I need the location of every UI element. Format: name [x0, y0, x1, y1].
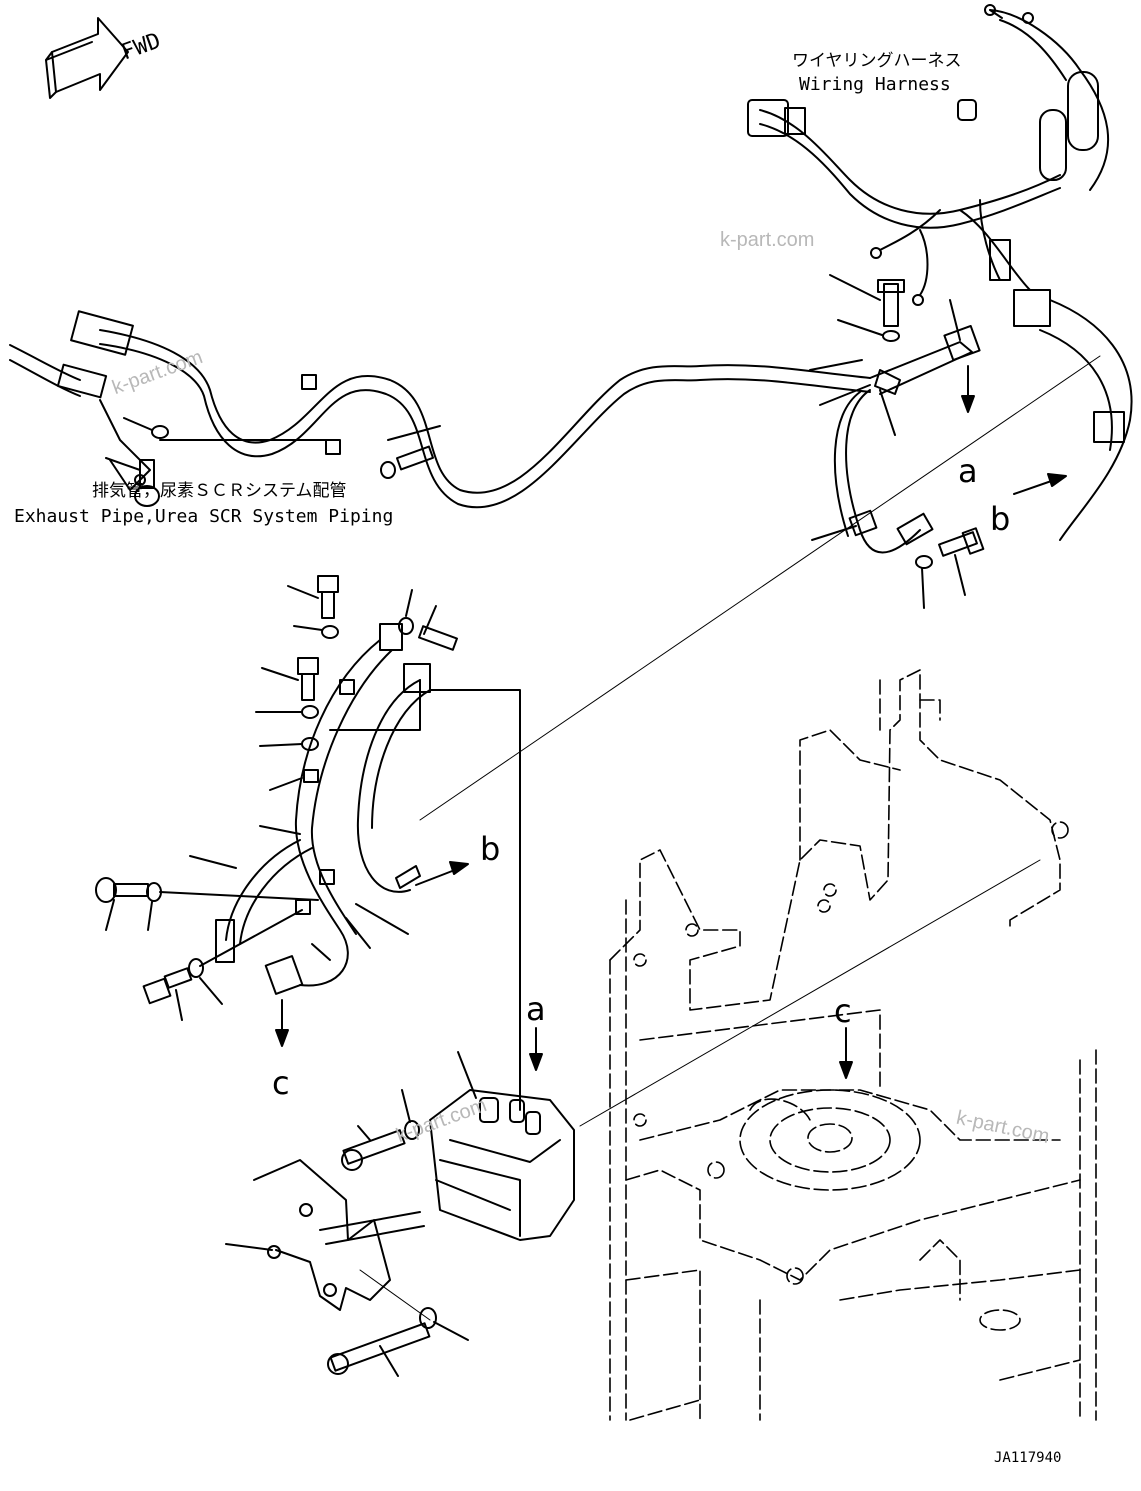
- mounting-bracket: [225, 1159, 469, 1377]
- left-bolts: [95, 417, 458, 1021]
- wiring-harness-label-en: Wiring Harness: [799, 74, 951, 95]
- control-module: [341, 859, 1041, 1241]
- callout-c-frame: c: [834, 992, 852, 1030]
- machine-frame: [609, 669, 1097, 1421]
- callout-a-top: a: [958, 452, 978, 490]
- wiring-harness-drawing: [747, 4, 1133, 541]
- fwd-label: FWD: [118, 28, 164, 65]
- callout-b-top: b: [990, 500, 1010, 538]
- exhaust-pipe-label-en: Exhaust Pipe,Urea SCR System Piping: [14, 506, 393, 527]
- watermark-1: k-part.com: [720, 229, 814, 251]
- fwd-arrow-icon: [45, 17, 129, 99]
- watermark-4: k-part.com: [954, 1107, 1051, 1148]
- callout-c-left: c: [272, 1064, 290, 1102]
- drawing-code: JA117940: [994, 1450, 1061, 1466]
- callout-b-left: b: [480, 830, 500, 868]
- left-harness-exploded: [215, 374, 521, 1111]
- callout-arrows: [275, 355, 1101, 1079]
- callout-a-left: a: [526, 990, 546, 1028]
- wiring-harness-label-jp: ワイヤリングハーネス: [792, 51, 962, 71]
- clamp-hardware: [809, 274, 985, 609]
- watermark-3: k-part.com: [393, 1094, 489, 1147]
- exhaust-pipe-label-jp: 排気管，尿素ＳＣＲシステム配管: [92, 481, 347, 501]
